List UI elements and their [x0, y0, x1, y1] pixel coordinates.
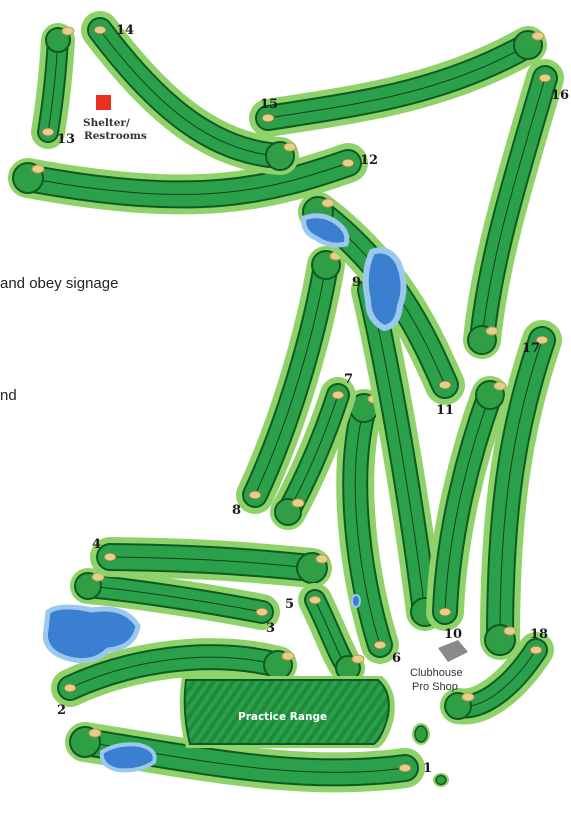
- hole-17-bunker: [503, 626, 517, 636]
- hole-number-8: 8: [232, 503, 241, 518]
- hole-2-tee: [63, 683, 77, 693]
- hole-number-1: 1: [423, 761, 432, 776]
- hole-16-bunker: [485, 326, 499, 336]
- hole-number-4: 4: [92, 537, 101, 552]
- hole-number-5: 5: [285, 597, 294, 612]
- hole-14-line: [99, 29, 281, 157]
- water-hazard-9: [362, 247, 407, 332]
- hole-4-bunker: [315, 554, 329, 564]
- hole-number-7: 7: [344, 372, 353, 387]
- hole-number-17: 17: [522, 341, 540, 356]
- hole-10-line: [444, 394, 491, 613]
- hole-15-tee: [261, 113, 275, 123]
- hole-15-bunker: [531, 31, 545, 41]
- text-snippet-nd: nd: [0, 387, 17, 404]
- hole-4: [90, 537, 332, 588]
- hole-number-3: 3: [266, 621, 275, 636]
- hole-number-12: 12: [360, 153, 378, 168]
- hole-14: [81, 11, 299, 175]
- hole-5-bunker: [351, 654, 365, 664]
- hole-14-bunker: [283, 142, 297, 152]
- hole-4-tee: [103, 552, 117, 562]
- hole-8: [236, 246, 345, 514]
- hole-14-tee: [93, 25, 107, 35]
- shelter-label-line2: Restrooms: [84, 130, 147, 142]
- water-hazard-6: [351, 594, 361, 608]
- hole-number-18: 18: [530, 627, 548, 642]
- hole-8-line: [254, 264, 327, 496]
- hole-number-6: 6: [392, 651, 401, 666]
- hole-9-line: [369, 289, 426, 613]
- hole-2-line: [69, 656, 279, 689]
- water-hazard-left: [42, 604, 141, 664]
- text-snippet-signage: and obey signage: [0, 275, 119, 292]
- hole-18: [440, 632, 554, 725]
- hole-13-tee: [41, 127, 55, 137]
- hole-7-bunker: [291, 498, 305, 508]
- hole-number-9: 9: [352, 275, 361, 290]
- hole-number-2: 2: [57, 703, 66, 718]
- hole-12-bunker: [31, 164, 45, 174]
- hole-7-tee: [331, 390, 345, 400]
- hole-12-tee: [341, 158, 355, 168]
- hole-3-line: [87, 585, 263, 613]
- hole-1-tee: [398, 763, 412, 773]
- hole-16-tee: [538, 73, 552, 83]
- hole-18-tee: [529, 645, 543, 655]
- hole-3-tee: [255, 607, 269, 617]
- hole-11-bunker: [321, 198, 335, 208]
- hole-6-line: [354, 407, 381, 646]
- hole-6-tee: [373, 640, 387, 650]
- hole-1-bunker: [88, 728, 102, 738]
- shelter-label-line1: Shelter/: [83, 117, 130, 129]
- water-hazards: [42, 213, 407, 773]
- hole-13-bunker: [61, 26, 75, 36]
- hole-7: [270, 377, 356, 530]
- hole-17-line: [499, 339, 543, 641]
- hole-8-tee: [248, 490, 262, 500]
- hole-5-tee: [308, 595, 322, 605]
- hole-17-tee: [535, 335, 549, 345]
- hole-11-tee: [438, 380, 452, 390]
- practice-range-label: Practice Range: [238, 711, 327, 723]
- hole-10-tee: [438, 607, 452, 617]
- shelter: Shelter/ Restrooms: [83, 95, 147, 142]
- clubhouse: Clubhouse Pro Shop: [410, 640, 468, 693]
- practice-range: Practice Range: [179, 676, 395, 748]
- hole-13: [31, 23, 75, 149]
- hole-2-bunker: [281, 651, 295, 661]
- hole-4-fairway: [98, 545, 324, 580]
- hole-15-line: [267, 44, 529, 119]
- shelter-icon: [96, 95, 111, 110]
- water-hazard-1: [99, 742, 157, 773]
- hole-number-16: 16: [551, 88, 569, 103]
- hole-18-bunker: [461, 692, 475, 702]
- hole-number-13: 13: [57, 132, 75, 147]
- hole-10-bunker: [493, 381, 507, 391]
- hole-number-11: 11: [436, 403, 454, 418]
- clubhouse-icon: [438, 640, 468, 662]
- hole-9: [351, 271, 444, 631]
- hole-16-line: [481, 77, 546, 341]
- hole-number-15: 15: [260, 97, 278, 112]
- hole-3: [70, 568, 280, 630]
- hole-10: [426, 376, 509, 631]
- hole-16: [463, 59, 564, 359]
- hole-12: [8, 143, 368, 215]
- hole-5: [298, 583, 365, 685]
- hole-15: [249, 26, 547, 137]
- hole-12-line: [27, 162, 349, 195]
- clubhouse-label-line2: Pro Shop: [412, 681, 458, 693]
- hole-2: [51, 638, 297, 707]
- clubhouse-label-line1: Clubhouse: [410, 667, 463, 679]
- hole-13-fairway: [39, 31, 67, 141]
- hole-number-14: 14: [116, 23, 134, 38]
- water-hazard-12: [301, 213, 350, 248]
- hole-17: [480, 320, 562, 660]
- hole-4-line: [109, 556, 313, 569]
- hole-number-10: 10: [444, 627, 462, 642]
- extra-greens: [412, 723, 449, 787]
